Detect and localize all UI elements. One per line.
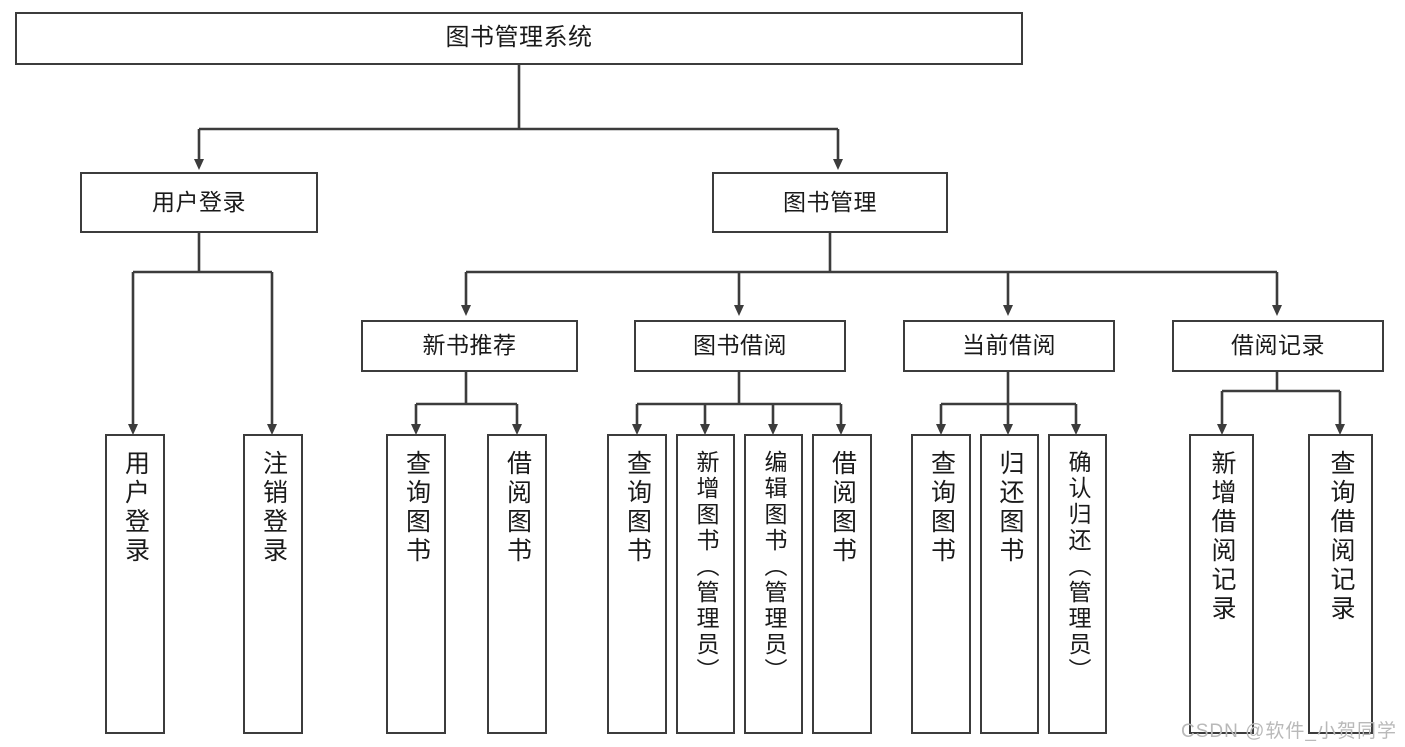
node-label: 查询借阅记录 xyxy=(1327,450,1355,624)
leaf-borrow-book[interactable]: 借阅图书 xyxy=(812,434,872,734)
leaf-add-book-admin[interactable]: 新增图书（管理员） xyxy=(676,434,735,734)
leaf-return-book[interactable]: 归还图书 xyxy=(980,434,1039,734)
node-label: 编辑图书（管理员） xyxy=(761,450,787,684)
leaf-confirm-return-admin[interactable]: 确认归还（管理员） xyxy=(1048,434,1107,734)
node-new-book-recommend[interactable]: 新书推荐 xyxy=(361,320,578,372)
node-label: 图书管理系统 xyxy=(445,24,593,52)
leaf-query-borrow-record[interactable]: 查询借阅记录 xyxy=(1308,434,1373,734)
node-label: 新书推荐 xyxy=(422,332,517,359)
leaf-borrow-book-recommend[interactable]: 借阅图书 xyxy=(487,434,547,734)
leaf-query-book-recommend[interactable]: 查询图书 xyxy=(386,434,446,734)
node-label: 用户登录 xyxy=(121,450,150,566)
csdn-watermark: CSDN @软件_小贺同学 xyxy=(1181,721,1397,742)
node-label: 用户登录 xyxy=(152,188,246,215)
node-label: 查询图书 xyxy=(402,450,431,566)
node-current-borrow[interactable]: 当前借阅 xyxy=(903,320,1115,372)
node-label: 借阅图书 xyxy=(503,450,532,566)
node-borrow-record[interactable]: 借阅记录 xyxy=(1172,320,1384,372)
leaf-query-book-current[interactable]: 查询图书 xyxy=(911,434,971,734)
node-label: 图书借阅 xyxy=(693,332,787,359)
node-label: 新增图书（管理员） xyxy=(693,450,719,684)
leaf-user-login[interactable]: 用户登录 xyxy=(105,434,165,734)
leaf-edit-book-admin[interactable]: 编辑图书（管理员） xyxy=(744,434,803,734)
node-user-login[interactable]: 用户登录 xyxy=(80,172,318,233)
leaf-logout-login[interactable]: 注销登录 xyxy=(243,434,303,734)
node-book-management[interactable]: 图书管理 xyxy=(712,172,948,233)
node-label: 当前借阅 xyxy=(962,332,1056,359)
node-label: 查询图书 xyxy=(927,450,956,566)
node-label: 新增借阅记录 xyxy=(1208,450,1236,624)
node-label: 借阅记录 xyxy=(1231,332,1325,359)
node-label: 归还图书 xyxy=(996,450,1024,566)
node-label: 确认归还（管理员） xyxy=(1065,450,1091,684)
node-book-borrow[interactable]: 图书借阅 xyxy=(634,320,846,372)
leaf-add-borrow-record[interactable]: 新增借阅记录 xyxy=(1189,434,1254,734)
node-label: 查询图书 xyxy=(623,450,652,566)
node-label: 图书管理 xyxy=(783,188,877,215)
leaf-query-book-borrow[interactable]: 查询图书 xyxy=(607,434,667,734)
node-label: 借阅图书 xyxy=(828,450,857,566)
node-label: 注销登录 xyxy=(259,450,288,566)
node-root-system[interactable]: 图书管理系统 xyxy=(15,12,1023,65)
